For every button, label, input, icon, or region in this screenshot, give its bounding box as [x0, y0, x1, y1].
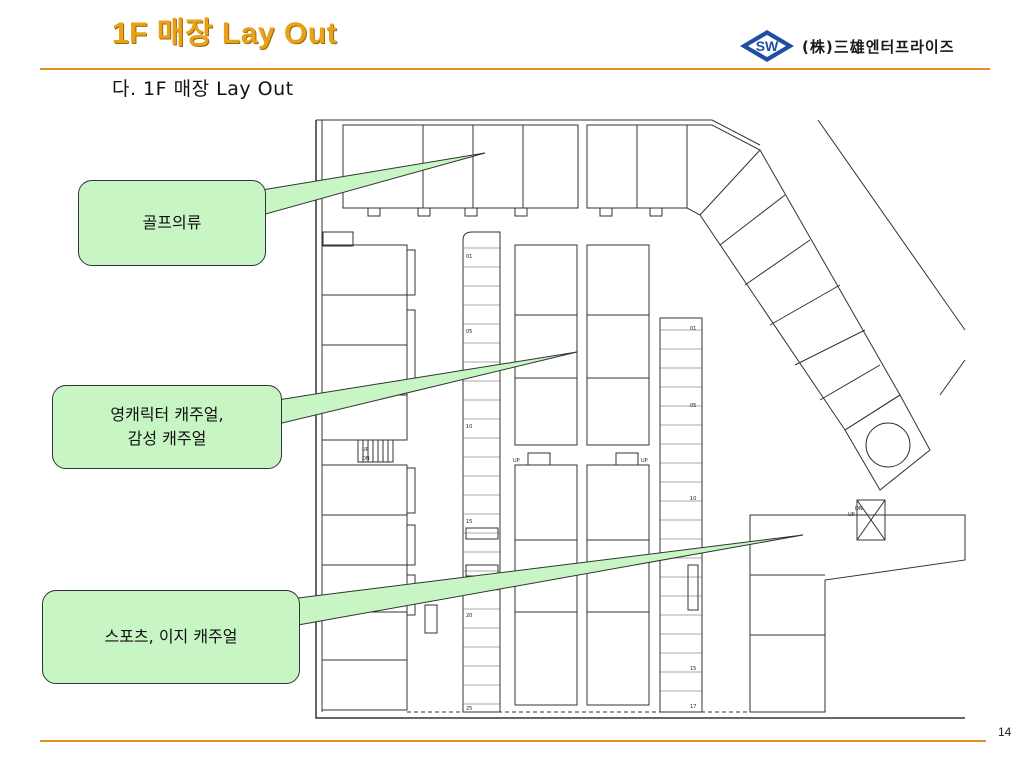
stair-dn-label: DN: [362, 456, 370, 462]
callout-young-character-casual: 영캐릭터 캐주얼, 감성 캐주얼: [52, 385, 282, 469]
stair-left: [357, 439, 394, 463]
service-core: [844, 394, 931, 491]
stall-number: 01: [690, 326, 696, 332]
callout-pointer-golf: [261, 152, 486, 216]
callout-pointer-young: [277, 351, 578, 425]
stall-number: 15: [466, 519, 472, 525]
section-subtitle: 다. 1F 매장 Lay Out: [112, 78, 294, 100]
company-name: (株)三雄엔터프라이즈: [802, 37, 955, 56]
stair-up-label: UP: [513, 458, 520, 464]
stall-number: 10: [466, 424, 472, 430]
stall-number: 10: [690, 496, 696, 502]
car-icon: [424, 604, 438, 634]
slide-title: 1F 매장 Lay Out: [112, 17, 338, 50]
bottom-rule: [40, 740, 986, 742]
stall-number: 17: [690, 704, 696, 710]
stair-up-label: UP: [848, 512, 855, 518]
plan-top-wall: [316, 119, 761, 146]
store-block-diagonal: [686, 124, 901, 431]
stair-up-label: UP: [641, 458, 648, 464]
store-block-center-a-upper: [514, 244, 578, 446]
stall-number: 20: [466, 613, 472, 619]
car-icon: [465, 527, 499, 540]
stall-number: 05: [466, 329, 472, 335]
top-rule: [40, 68, 990, 70]
callout-golf-label: 골프의류: [142, 213, 202, 232]
parking-strip-left: [462, 231, 501, 713]
sw-logo-icon: SW: [740, 30, 794, 62]
stall-number: 05: [690, 403, 696, 409]
company-logo: SW (株)三雄엔터프라이즈: [738, 28, 955, 64]
plan-outer-wall: [315, 120, 965, 719]
turntable: [865, 422, 911, 468]
stair-dn-label: DN: [855, 506, 863, 512]
callout-sports-label: 스포츠, 이지 캐주얼: [104, 627, 238, 646]
stall-number: 15: [690, 666, 696, 672]
store-block-center-b-upper: [586, 244, 650, 446]
stair-up-label: UP: [362, 447, 369, 453]
store-block-sports: [749, 514, 966, 713]
store-block-golf-left: [342, 124, 579, 209]
callout-young-line1: 영캐릭터 캐주얼,: [110, 405, 224, 424]
callout-sports-easy-casual: 스포츠, 이지 캐주얼: [42, 590, 300, 684]
page-number: 14: [998, 725, 1012, 739]
callout-young-line2: 감성 캐주얼: [127, 429, 207, 448]
stall-number: 01: [466, 254, 472, 260]
store-block-center-b-lower: [586, 464, 650, 706]
stall-number: 25: [466, 706, 472, 712]
logo-mark-text: SW: [756, 38, 779, 54]
callout-golf-apparel: 골프의류: [78, 180, 266, 266]
